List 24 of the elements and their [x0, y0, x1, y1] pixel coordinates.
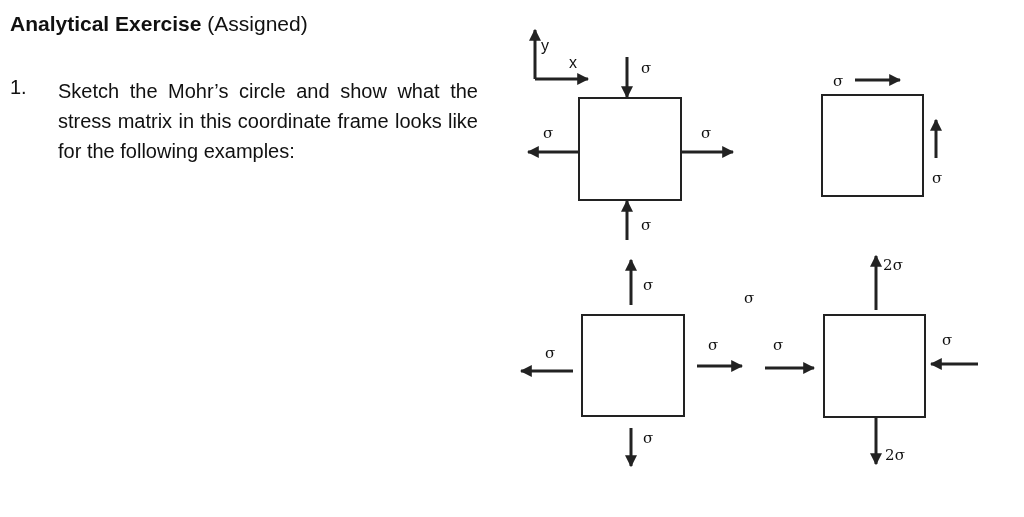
stress-element-square	[581, 314, 685, 417]
stress-label: σ	[544, 344, 556, 362]
stress-label: σ	[542, 124, 554, 142]
stress-label: σ	[700, 124, 712, 142]
stress-label: 2σ	[883, 256, 903, 274]
axis-label: y	[541, 37, 549, 55]
stress-element-square	[821, 94, 924, 197]
stress-label: σ	[931, 169, 943, 187]
question-text: Sketch the Mohr’s circle and show what the stress matrix in this coordinate frame looks like for the following examples:	[58, 79, 478, 164]
axis-label: x	[569, 54, 577, 72]
stress-label: σ	[941, 331, 953, 349]
stress-label: σ	[743, 289, 755, 307]
stress-label: σ	[707, 336, 719, 354]
stress-label: 2σ	[885, 446, 905, 464]
stress-label: σ	[640, 216, 652, 234]
stress-label: σ	[642, 429, 654, 447]
stress-label: σ	[772, 336, 784, 354]
stress-label: σ	[640, 59, 652, 77]
stress-element-square	[578, 97, 682, 201]
item-number: 1.	[10, 76, 27, 99]
stress-element-square	[823, 314, 926, 418]
stress-label: σ	[642, 276, 654, 294]
heading: Analytical Exercise (Assigned)	[10, 12, 308, 36]
stress-label: σ	[832, 72, 844, 90]
